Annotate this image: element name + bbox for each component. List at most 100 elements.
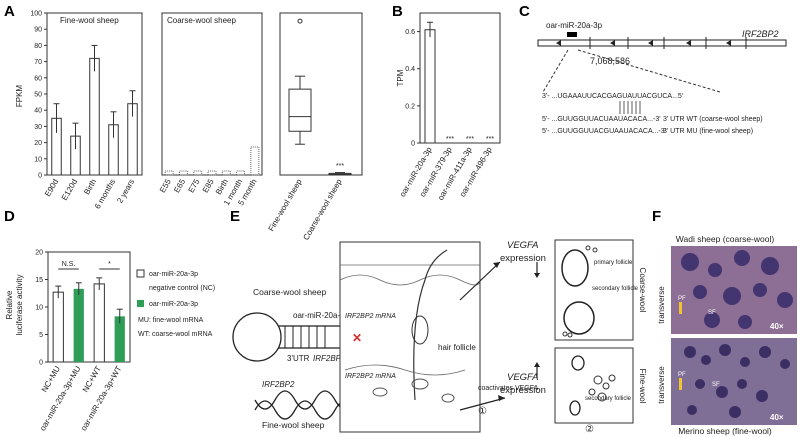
e-fine: Fine-wool sheep: [262, 420, 325, 430]
significance: *: [108, 261, 111, 268]
bar: [207, 170, 217, 176]
f-sf1: SF: [708, 310, 716, 316]
panel-label-a: A: [4, 3, 15, 20]
e-hair: hair follicle: [438, 343, 476, 352]
legend-nc-2: negative control (NC): [149, 285, 215, 292]
e-mrna2: IRF2BP2 mRNA: [345, 373, 396, 380]
panel-label-f: F: [652, 208, 661, 225]
x-tick-label: NC+WT: [81, 364, 103, 393]
legend-nc-swatch: [136, 269, 145, 278]
x-tick-label: Birth: [82, 178, 98, 197]
e-circ2: ②: [585, 424, 594, 435]
mirna-locus-marker: [567, 32, 577, 37]
f-sf2: SF: [712, 382, 720, 388]
f-top-title: Wadi sheep (coarse-wool): [676, 234, 775, 244]
panel-label-c: C: [519, 3, 530, 20]
outlier: [297, 18, 303, 24]
c-pairing-lines: [619, 101, 641, 114]
panel-e-diagram: Coarse-wool sheep oar-miR-20a-3p 3'UTR I…: [232, 239, 647, 435]
panel-label-e: E: [230, 208, 240, 225]
e-gene: IRF2BP2: [313, 354, 346, 363]
y-tick-label: 15: [35, 277, 43, 284]
y-tick-label: 0.4: [405, 66, 415, 73]
bar: [93, 283, 105, 363]
chart-a1-title: Fine-wool sheep: [60, 16, 119, 25]
chart-a1: Fine-wool sheep FPKM 0102030405060708090…: [15, 11, 143, 210]
hairpin-stem: [284, 326, 326, 348]
f-bottom-title: Merino sheep (fine-wool): [678, 426, 772, 436]
e-expr2: expression: [500, 385, 546, 396]
panel-label-b: B: [392, 3, 403, 20]
chart-d-ylabel-1: Relative: [5, 290, 14, 319]
y-tick-label: 40: [34, 108, 42, 115]
c-seq-mirna: 3'- ...UGAAAUUCACGAGUAUUACGUCA...5': [542, 93, 683, 100]
gene-track: [537, 39, 787, 47]
coarse-follicle-box: [554, 239, 634, 341]
bar: [52, 291, 64, 363]
e-mrna1: IRF2BP2 mRNA: [345, 313, 396, 320]
y-tick-label: 0: [39, 360, 43, 367]
e-vegfa1: VEGFA: [507, 240, 539, 251]
y-tick-label: 70: [34, 59, 42, 66]
bar: [193, 170, 203, 176]
panel-label-d: D: [4, 208, 15, 225]
bar: [250, 146, 260, 176]
x-tick-label: E55: [158, 177, 173, 194]
legend-mir: oar-miR-20a-3p: [149, 301, 198, 308]
e-secondary2: secondary follicle: [585, 396, 632, 402]
legend-wt: WT: coarse-wool mRNA: [138, 331, 213, 338]
x-tick-label: 2 years: [115, 178, 136, 205]
e-expr1: expression: [500, 253, 546, 264]
chart-b: TPM 00.20.40.6 oar-miR-20a-3poar-miR-379…: [396, 12, 501, 202]
significance: ***: [336, 163, 344, 170]
block-mark: ✕: [352, 331, 362, 345]
y-tick-label: 90: [34, 27, 42, 34]
e-mirna: oar-miR-20a-3p: [293, 311, 350, 320]
e-coact: coactivates VEGFA: [478, 385, 539, 392]
e-coarse-side: Coarse-wool: [638, 268, 647, 313]
e-vegfa2: VEGFA: [507, 372, 539, 383]
f-side2: transverse: [657, 366, 666, 404]
legend-mir-swatch: [137, 300, 144, 307]
f-pf1: PF: [678, 296, 686, 302]
y-tick-label: 20: [34, 140, 42, 147]
y-tick-label: 20: [35, 250, 43, 257]
x-tick-label: oar-miR-20a-3p+MU: [38, 364, 82, 432]
box: [288, 88, 312, 132]
legend-mu: MU: fine-wool mRNA: [138, 317, 204, 324]
x-tick-label: E120d: [60, 178, 79, 203]
y-tick-label: 10: [34, 156, 42, 163]
panel-f-histology: Wadi sheep (coarse-wool) transverse PF S…: [657, 234, 797, 436]
c-seq-wt: 5'- ...GUUGGUUACUAAUACACA...-3': [542, 116, 661, 123]
c-seq-wt-label: 3' UTR WT (coarse-wool sheep): [663, 116, 763, 123]
legend-nc-1: oar-miR-20a-3p: [149, 271, 198, 278]
bar: [114, 316, 125, 362]
f-side1: transverse: [657, 286, 666, 324]
x-tick-label: Coarse-wool sheep: [301, 177, 344, 242]
y-tick-label: 80: [34, 43, 42, 50]
c-gene-label: IRF2BP2: [742, 29, 779, 39]
y-tick-label: 0: [38, 173, 42, 180]
bar: [73, 288, 84, 362]
significance: ***: [466, 136, 474, 143]
bar: [236, 170, 246, 176]
panel-c-diagram: oar-miR-20a-3p IRF2BP2 7,068,586 3'- ...…: [537, 21, 787, 135]
e-utr: 3'UTR: [287, 354, 310, 363]
y-tick-label: 100: [30, 11, 42, 18]
f-mag1: 40×: [770, 322, 784, 331]
bar: [89, 57, 100, 176]
y-tick-label: 5: [39, 332, 43, 339]
x-tick-label: oar-miR-20a-3p+WT: [79, 364, 123, 432]
bar: [178, 170, 188, 176]
y-tick-label: 50: [34, 92, 42, 99]
f-mag2: 40×: [770, 413, 784, 422]
c-seq-mu-label: 3' UTR MU (fine-wool sheep): [663, 128, 753, 135]
y-tick-label: 0: [411, 141, 415, 148]
chart-d-ylabel-2: luciferase activity: [15, 275, 24, 336]
e-primary: primary follicle: [594, 260, 633, 266]
chart-a2-title: Coarse-wool sheep: [167, 16, 236, 25]
c-seq-mu: 5'- ...GUUGGUUACGUAAUACACA...-3': [542, 128, 666, 135]
